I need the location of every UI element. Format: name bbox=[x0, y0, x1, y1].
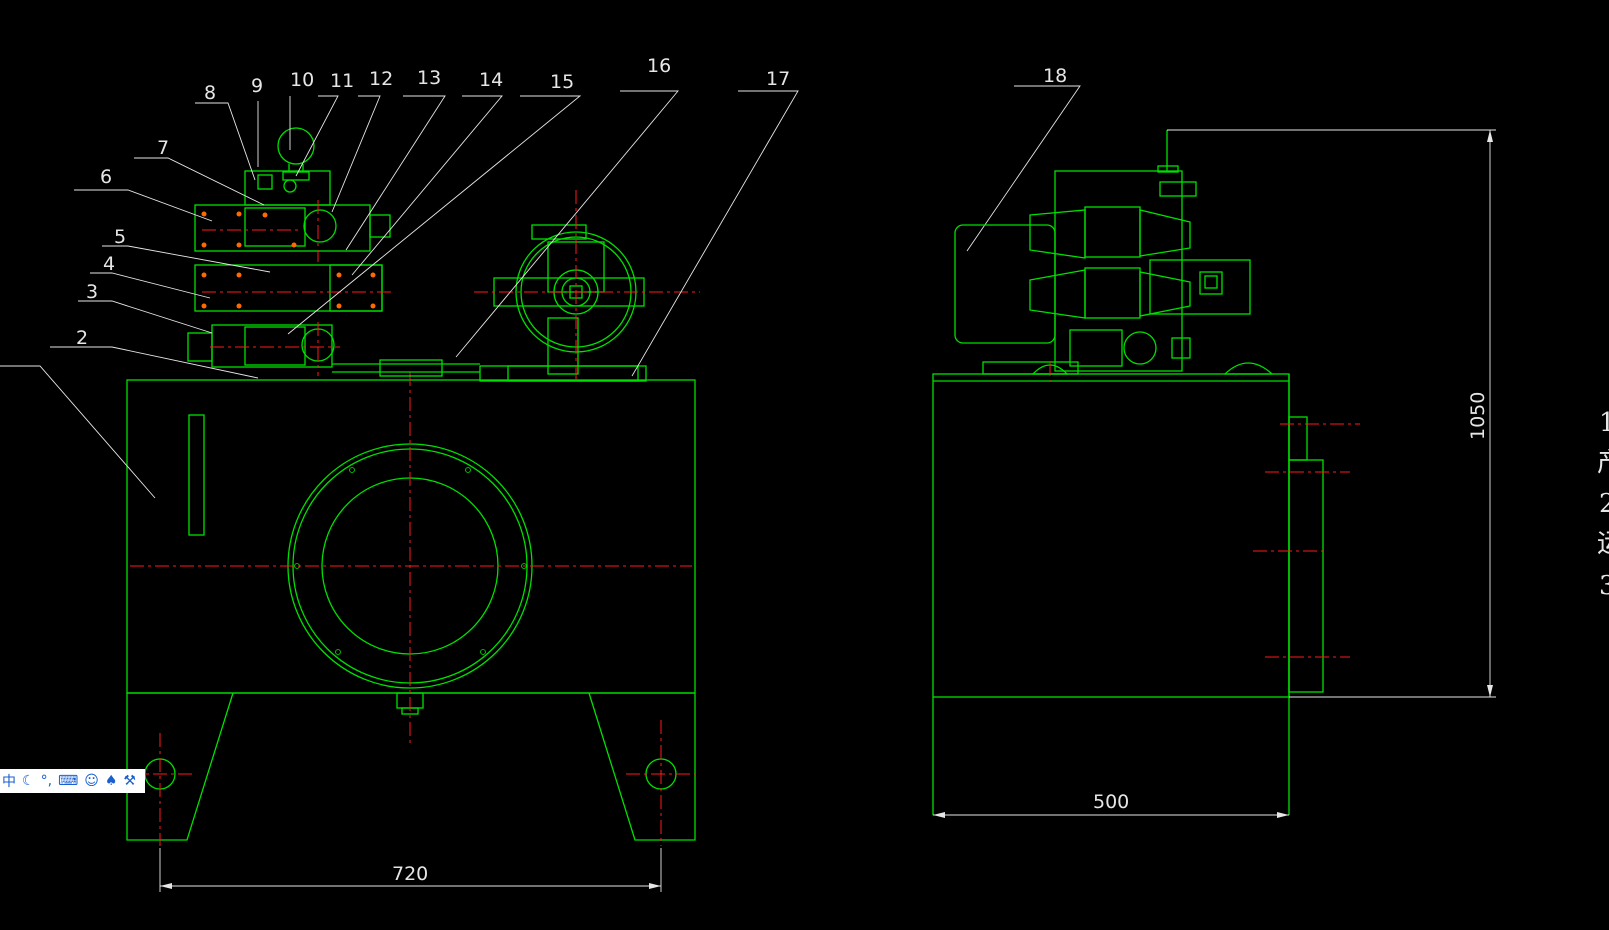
side-motor bbox=[954, 224, 1056, 344]
tank-leg-right bbox=[588, 692, 696, 841]
balloon-13: 13 bbox=[417, 67, 441, 89]
technical-notes: 1 产 2 运 3 bbox=[1597, 408, 1609, 601]
note-line-3: 2 bbox=[1599, 489, 1609, 519]
balloon-18: 18 bbox=[1043, 65, 1067, 87]
balloon-6: 6 bbox=[100, 166, 112, 188]
balloon-11: 11 bbox=[330, 70, 354, 92]
user-icon[interactable]: ☺ bbox=[84, 773, 99, 789]
balloon-15: 15 bbox=[550, 71, 574, 93]
note-line-2: 产 bbox=[1597, 448, 1609, 478]
tank-body bbox=[126, 379, 696, 694]
front-view bbox=[126, 127, 700, 846]
leader-lines bbox=[0, 85, 1081, 499]
balloon-12: 12 bbox=[369, 68, 393, 90]
note-line-4: 运 bbox=[1597, 529, 1609, 559]
balloon-labels: 2 3 4 5 6 7 8 9 10 11 12 13 14 15 16 17 … bbox=[76, 55, 1067, 349]
side-view bbox=[932, 129, 1496, 815]
balloon-5: 5 bbox=[114, 226, 126, 248]
dim-text-1050: 1050 bbox=[1467, 392, 1489, 440]
skin-icon[interactable]: ♠ bbox=[104, 773, 118, 789]
balloon-16: 16 bbox=[647, 55, 671, 77]
pressure-gauge bbox=[277, 127, 315, 165]
balloon-2: 2 bbox=[76, 327, 88, 349]
note-line-5: 3 bbox=[1599, 571, 1609, 601]
balloon-8: 8 bbox=[204, 82, 216, 104]
dim-text-500: 500 bbox=[1093, 791, 1129, 813]
ime-toolbar[interactable]: 中 ☾ °, ⌨ ☺ ♠ ⚒ bbox=[0, 769, 145, 793]
balloon-3: 3 bbox=[86, 281, 98, 303]
sight-glass bbox=[188, 414, 205, 536]
balloon-4: 4 bbox=[103, 253, 115, 275]
note-line-1: 1 bbox=[1599, 408, 1609, 438]
side-tank-body bbox=[932, 373, 1290, 698]
dimension-1050: 1050 bbox=[1289, 130, 1496, 698]
ime-mode-toggle[interactable]: 中 bbox=[2, 774, 16, 790]
moon-icon[interactable]: ☾ bbox=[22, 773, 35, 789]
punctuation-toggle[interactable]: °, bbox=[40, 773, 53, 789]
dim-text-720: 720 bbox=[392, 863, 428, 885]
balloon-10: 10 bbox=[290, 69, 314, 91]
wrench-icon[interactable]: ⚒ bbox=[123, 773, 136, 789]
dimension-720: 720 bbox=[159, 848, 662, 892]
balloon-17: 17 bbox=[766, 68, 790, 90]
balloon-7: 7 bbox=[157, 137, 169, 159]
dimension-500: 500 bbox=[933, 791, 1289, 818]
balloon-14: 14 bbox=[479, 69, 503, 91]
tank-leg-left bbox=[126, 692, 234, 841]
balloon-9: 9 bbox=[251, 75, 263, 97]
keyboard-icon[interactable]: ⌨ bbox=[58, 773, 79, 789]
